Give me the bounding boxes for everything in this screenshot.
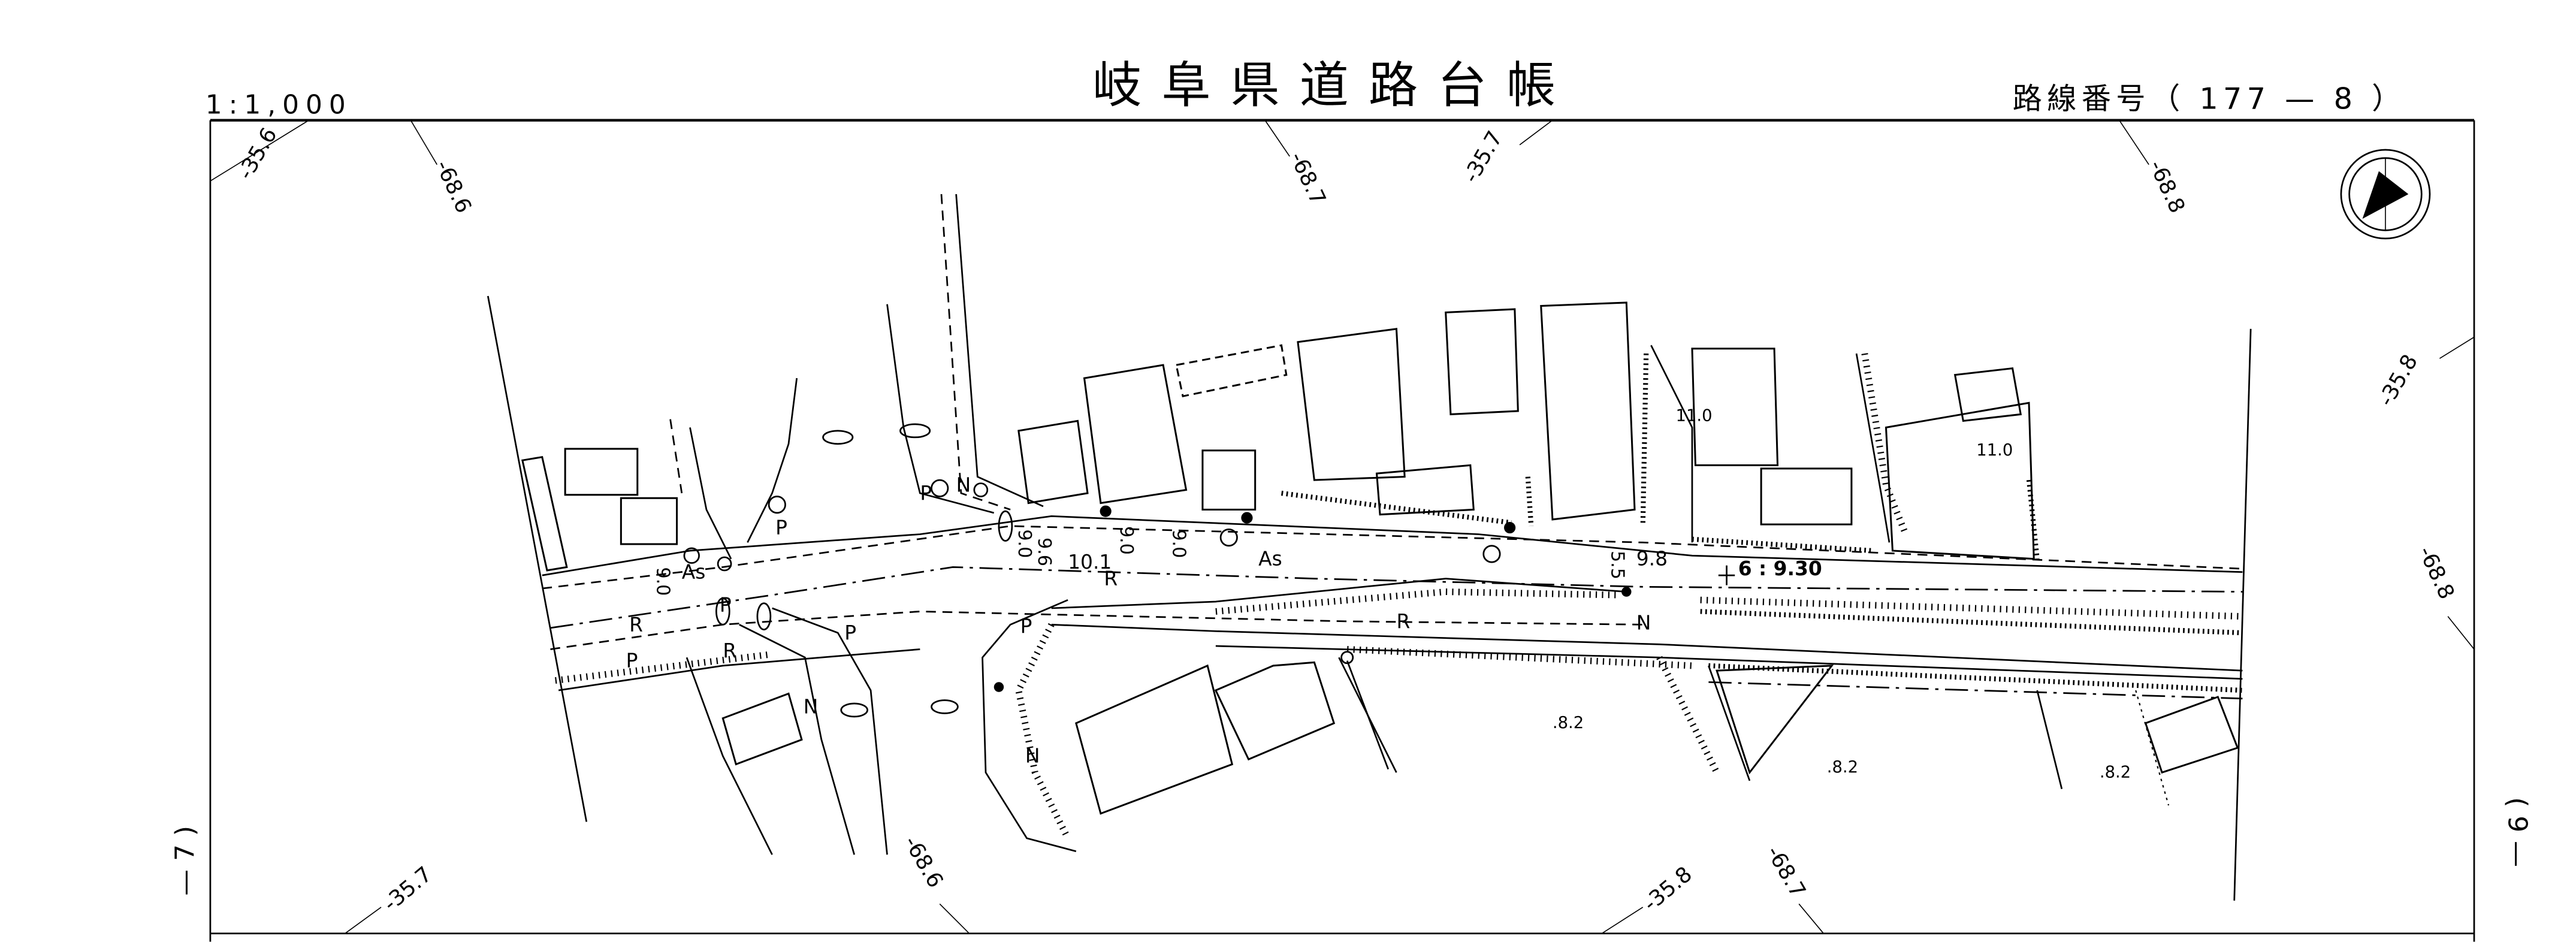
road-width-label: 9.6 (1034, 538, 1055, 566)
grid-label: -35.6 (233, 123, 282, 183)
route-number-label: 路線番号（ 177 — 8 ） (2013, 81, 2406, 116)
parking-label: P (626, 649, 638, 672)
grid-label: -35.8 (2373, 351, 2423, 410)
scale-label: 1:1,000 (206, 90, 352, 120)
parking-label: P (775, 516, 787, 539)
elevation-label: .8.2 (1553, 714, 1584, 732)
parking-label: P (720, 593, 732, 616)
utility-pole-icon (1241, 512, 1253, 524)
adjacent-sheet-right: ( 9 — (2502, 797, 2533, 867)
main-road (542, 515, 2243, 774)
parking-label: P (1020, 614, 1032, 638)
elevation-label: 11.0 (1676, 406, 1713, 425)
utility-pole-icon (1504, 521, 1516, 534)
grid-label: -68.6 (899, 832, 948, 892)
road-label: R (1396, 609, 1410, 633)
road-width-label: 9.0 (1014, 529, 1035, 558)
road-label: R (629, 612, 643, 636)
manhole-icon (1219, 528, 1238, 547)
page-title: 岐阜県道路台帳 (1092, 57, 1575, 114)
utility-symbols (683, 423, 1735, 718)
grid-label: -68.7 (1762, 842, 1811, 902)
grid-leaders (210, 119, 2475, 934)
grid-label: -68.8 (2414, 542, 2459, 603)
grid-label: -35.7 (379, 862, 437, 916)
manhole-icon (973, 482, 989, 497)
hydrant-icon (931, 479, 949, 497)
road-label: R (1104, 567, 1118, 590)
road-width-label: 5.5 (1607, 551, 1628, 579)
road-width-label: 10.1 (1068, 550, 1112, 573)
n-label: N (1025, 744, 1040, 768)
utility-pole-icon (1100, 505, 1112, 517)
side-roads (669, 194, 2170, 855)
grid-label: -35.8 (1639, 862, 1697, 916)
buildings (521, 301, 2239, 815)
elevation-label: 11.0 (1976, 441, 2013, 460)
road-width-label: 9.0 (653, 567, 674, 596)
manhole-icon (683, 547, 700, 564)
grid-coordinate-labels: -35.6 -68.6 -68.7 -35.7 -68.8 -35.8 -68.… (233, 123, 2459, 916)
utility-pole-icon (1621, 587, 1632, 597)
grid-label: -68.6 (430, 156, 476, 217)
map-labels: As As R R R R P P P P P P N N N N 10.1 9… (626, 406, 2131, 781)
parking-label: P (844, 621, 856, 644)
hydrant-icon (768, 496, 786, 514)
elevation-label: .8.2 (1827, 758, 1858, 777)
grid-label: -68.8 (2144, 156, 2190, 217)
n-label: N (804, 695, 819, 718)
adjacent-sheet-left: — 7 ) (170, 826, 201, 896)
surface-label: As (682, 560, 706, 584)
elevation-label: .8.2 (2100, 763, 2131, 781)
hedges (1281, 353, 2040, 560)
manhole-icon (717, 556, 732, 572)
parking-label: P (920, 481, 932, 505)
n-label: N (1636, 611, 1651, 635)
grid-label: -68.7 (1285, 148, 1330, 209)
grid-label: -35.7 (1458, 127, 1508, 187)
manhole-icon (1482, 545, 1501, 563)
map-boundary (487, 295, 2252, 901)
north-arrow-icon (2340, 149, 2431, 240)
road-width-label: 9.8 (1636, 547, 1668, 570)
utility-pole-icon (993, 682, 1004, 692)
road-width-label: 9.0 (1116, 526, 1137, 555)
n-label: N (956, 473, 971, 496)
road-width-label: 9.0 (1168, 529, 1189, 558)
road-label: R (723, 639, 736, 662)
surface-label: As (1258, 547, 1282, 570)
road-width-label: 6 : 9.30 (1738, 557, 1822, 580)
